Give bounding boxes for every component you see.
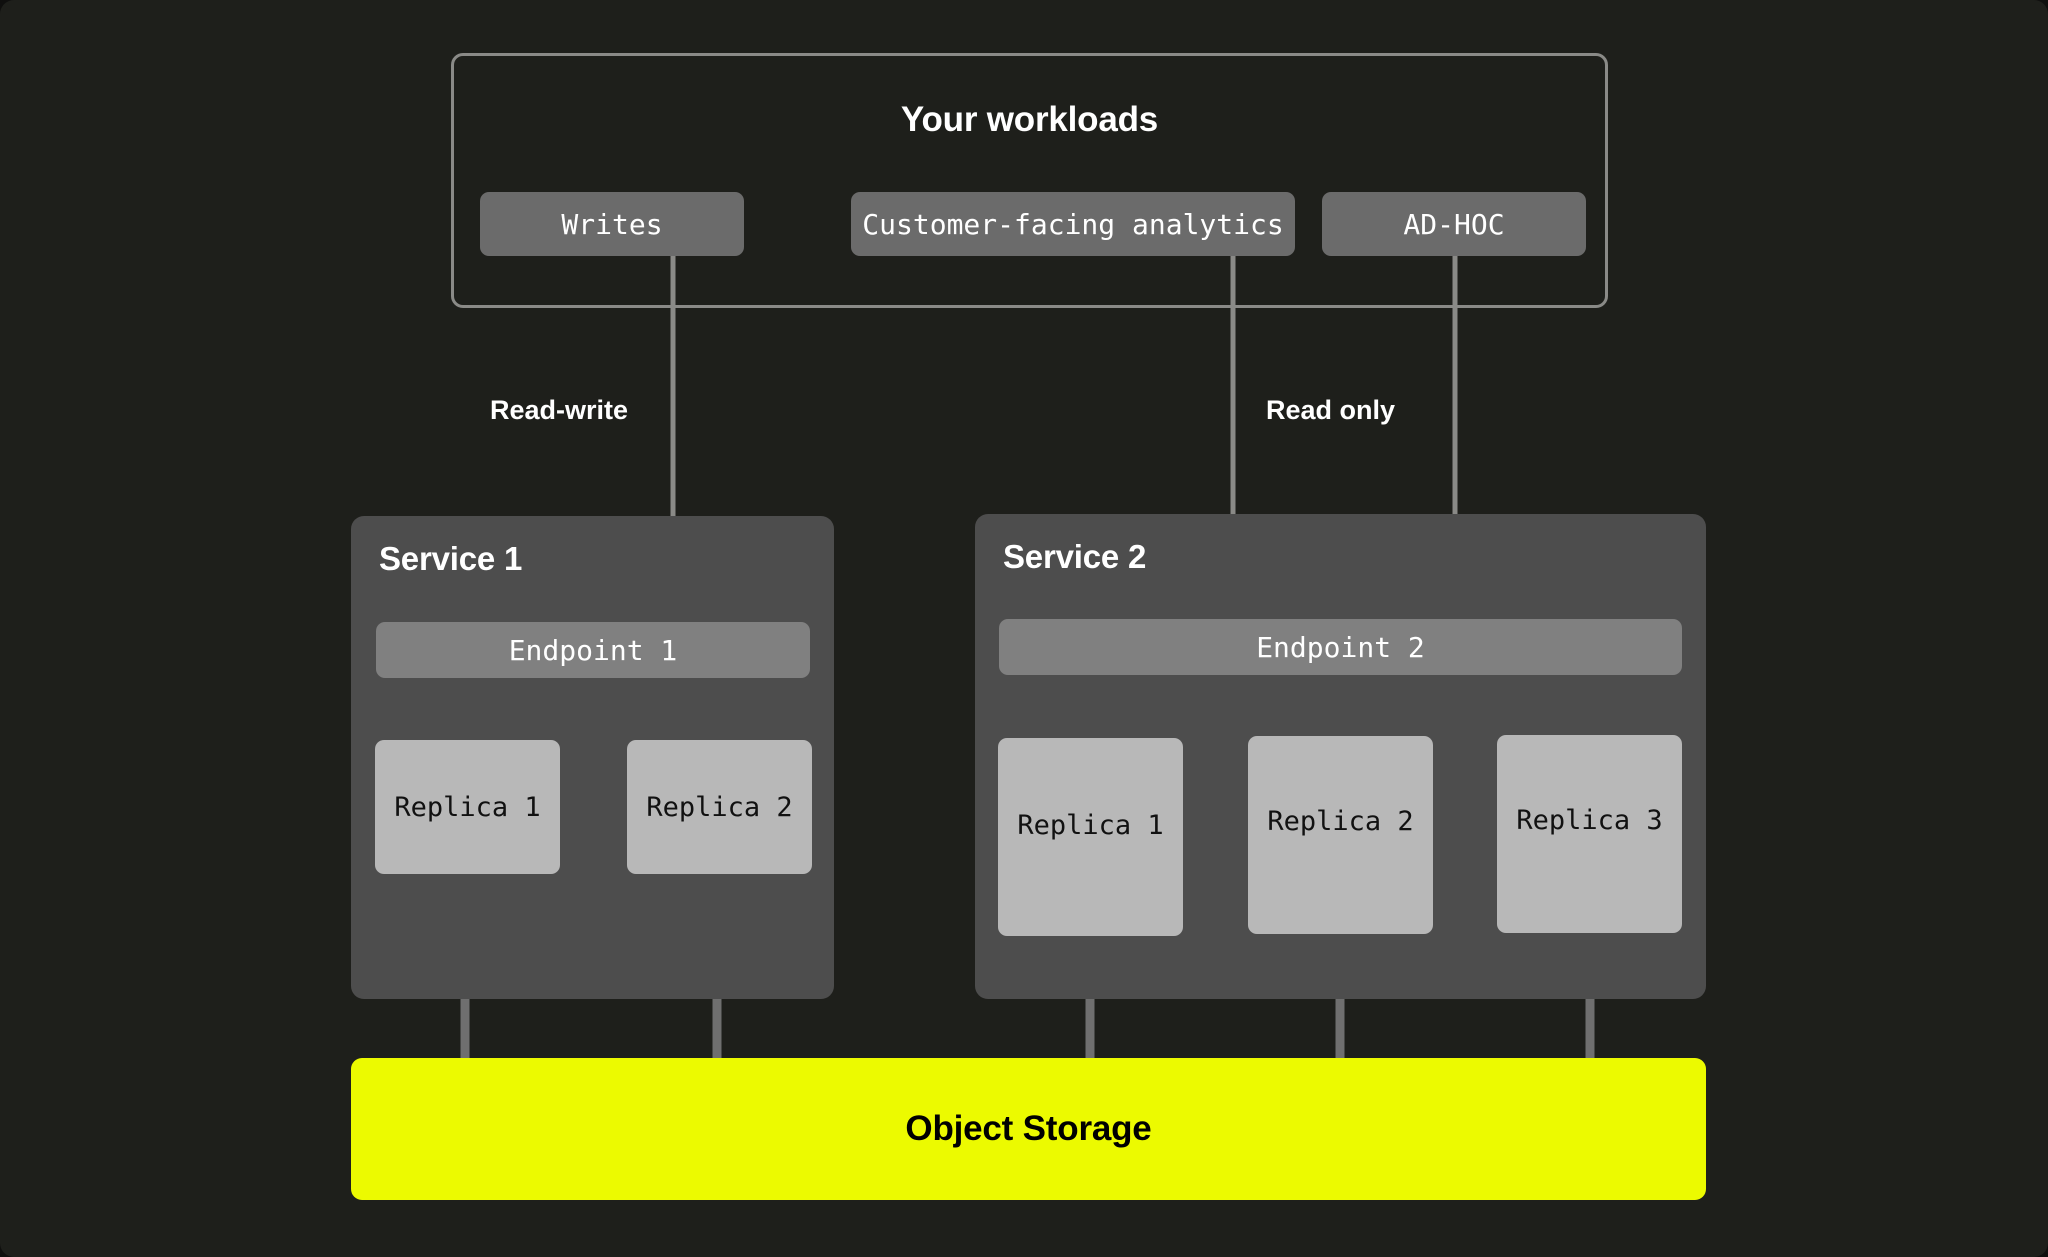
your-workloads-group: Your workloads [451,53,1608,308]
service-2-replica-3-label: Replica 3 [1516,805,1663,836]
service-2-replica-1-label: Replica 1 [1017,810,1164,841]
service-1-replica-1[interactable]: Replica 1 [375,740,560,874]
service-1-endpoint[interactable]: Endpoint 1 [376,622,810,678]
service-2-replica-2[interactable]: Replica 2 [1248,736,1433,934]
service-1-replica-1-label: Replica 1 [394,792,541,823]
service-1-replica-2-label: Replica 2 [646,792,793,823]
service-2-replica-1[interactable]: Replica 1 [998,738,1183,936]
workload-adhoc-label: AD-HOC [1403,207,1505,241]
workload-customer-facing-analytics[interactable]: Customer-facing analytics [851,192,1295,256]
workload-analytics-label: Customer-facing analytics [862,207,1284,241]
service-2-endpoint-label: Endpoint 2 [1256,630,1425,664]
edge-label-read-only: Read only [1266,395,1396,425]
service-2-replica-2-label: Replica 2 [1267,806,1414,837]
service-2-title: Service 2 [1003,538,1147,575]
object-storage-block[interactable]: Object Storage [351,1058,1706,1200]
service-1-replica-2[interactable]: Replica 2 [627,740,812,874]
service-2-endpoint[interactable]: Endpoint 2 [999,619,1682,675]
service-2-replica-3[interactable]: Replica 3 [1497,735,1682,933]
service-1-title: Service 1 [379,540,523,577]
your-workloads-title: Your workloads [900,100,1159,139]
object-storage-label: Object Storage [905,1109,1152,1148]
edge-label-read-write: Read-write [490,395,629,425]
service-1-endpoint-label: Endpoint 1 [508,633,678,667]
workload-writes[interactable]: Writes [480,192,744,256]
workload-writes-label: Writes [561,207,663,241]
workload-ad-hoc[interactable]: AD-HOC [1322,192,1586,256]
